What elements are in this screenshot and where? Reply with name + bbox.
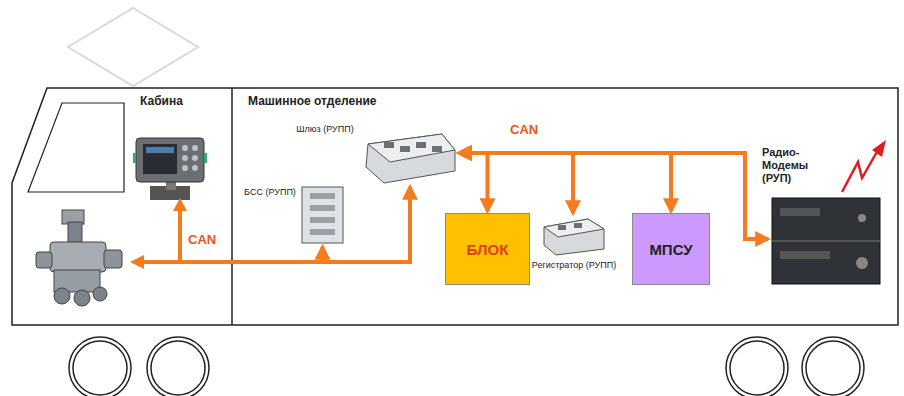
drawing-part (133, 153, 136, 163)
recorder-device: Регистратор (РУПП) (540, 215, 606, 257)
engine-room-region: Машинное отделениеШлюз (РУПП) БСС (РУПП) Б… (232, 88, 898, 325)
bus-label: CAN (186, 232, 218, 247)
can-connector (459, 153, 488, 211)
drawing-part (146, 147, 174, 153)
bus-label: CAN (508, 122, 540, 137)
drawing-part (54, 288, 70, 304)
drawing-part (74, 290, 90, 306)
drawing-part (780, 251, 830, 259)
drawing-part (856, 257, 868, 269)
drawing-part (544, 219, 604, 255)
drawing-part (69, 337, 131, 396)
device-caption: Кабина (140, 94, 220, 108)
box-label: МПСУ (649, 241, 692, 258)
drawing-part (858, 214, 866, 222)
drawing-part (36, 252, 52, 268)
drawing-part (104, 250, 122, 268)
drawing-part (182, 145, 198, 171)
radio-signal (842, 140, 886, 192)
drawing-part (726, 337, 788, 396)
arrow-head (173, 198, 187, 211)
box-label: БЛОК (467, 241, 509, 258)
drawing-part (178, 208, 182, 262)
drawing-part (93, 287, 107, 301)
drawing-part (182, 155, 188, 161)
device-caption: Шлюз (РУПП) (296, 124, 354, 135)
drawing-part (50, 242, 106, 272)
drawing-part (182, 165, 188, 171)
drawing-part (842, 150, 878, 192)
drawing-part (182, 145, 188, 151)
can-connector (459, 153, 573, 213)
compartment-divider (231, 88, 233, 325)
cab-window (28, 103, 124, 192)
drawing-part (772, 241, 880, 242)
drawing-part (192, 145, 198, 151)
drawing-part (780, 208, 820, 216)
drawing-part (302, 187, 343, 243)
drawing-part (310, 193, 335, 199)
driver-brake-valve (36, 210, 122, 306)
device-caption: Машинное отделение (248, 94, 468, 108)
arrow-head (130, 255, 144, 269)
drawing-part (558, 225, 566, 230)
can-connector (459, 153, 671, 211)
mpsu-box: МПСУ (632, 213, 710, 285)
drawing-part (366, 134, 455, 183)
drawing-part (384, 142, 394, 148)
gateway-device: Шлюз (РУПП) (362, 130, 457, 185)
device-caption: Радио- Модемы (РУП) (762, 146, 838, 186)
radio-modem-device: Радио- Модемы (РУП) (770, 196, 882, 286)
drawing-part (192, 155, 198, 161)
device-caption: Регистратор (РУПП) (528, 260, 620, 271)
drawing-part (368, 134, 455, 162)
locomotive-body (12, 88, 898, 325)
drawing-part (806, 341, 860, 395)
device-picture (362, 130, 457, 185)
drawing-part (192, 165, 198, 171)
drawing-part (68, 222, 82, 244)
device-picture (770, 196, 882, 286)
drawing-part (73, 341, 127, 395)
drawing-part (802, 337, 864, 396)
drawing-part (151, 341, 205, 395)
block-box: БЛОК (445, 213, 530, 285)
drawing-part (310, 217, 335, 223)
pantograph (68, 8, 198, 86)
drawing-part (310, 229, 335, 235)
device-caption: БСС (РУПП) (244, 187, 296, 198)
drawing-part (204, 153, 207, 163)
drawing-part (432, 146, 442, 152)
drawing-part (400, 146, 410, 152)
drawing-part (544, 219, 604, 237)
drawing-part (574, 223, 582, 228)
drawing-part (772, 198, 880, 284)
drawing-part (142, 260, 340, 264)
device-picture (540, 215, 606, 257)
drawing-part (730, 341, 784, 395)
drawing-part (143, 144, 177, 174)
drawing-part (136, 138, 204, 182)
drawing-part (416, 142, 426, 148)
drawing-part (872, 140, 886, 157)
drawing-part (310, 205, 335, 211)
cab-display (133, 138, 207, 200)
drawing-part (147, 337, 209, 396)
device-picture (300, 185, 345, 245)
bss-device: БСС (РУПП) (300, 185, 345, 245)
wheels (69, 337, 864, 396)
cab-region: Кабина (12, 88, 232, 325)
